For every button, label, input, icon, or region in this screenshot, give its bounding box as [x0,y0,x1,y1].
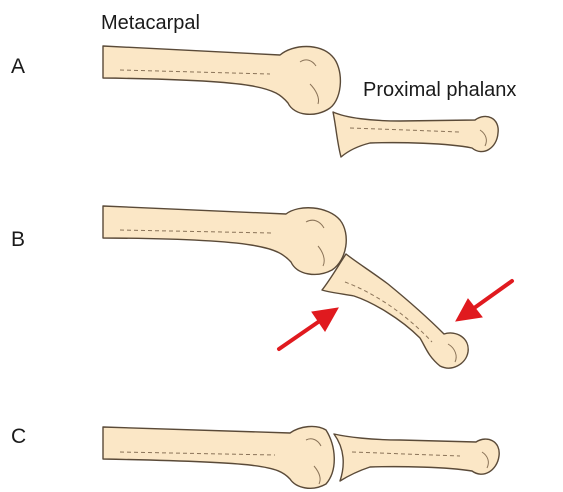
panel-a-proximal-phalanx [333,112,498,157]
panel-c-metacarpal [103,426,334,488]
panel-b [103,206,512,368]
red-arrow-left [279,308,338,349]
panel-c [103,426,499,488]
panel-b-proximal-phalanx [322,254,468,368]
panel-c-proximal-phalanx [334,434,499,481]
red-arrow-right [456,281,512,321]
panel-b-metacarpal [103,206,346,274]
panel-a-metacarpal [103,46,340,114]
panel-a [103,46,498,157]
